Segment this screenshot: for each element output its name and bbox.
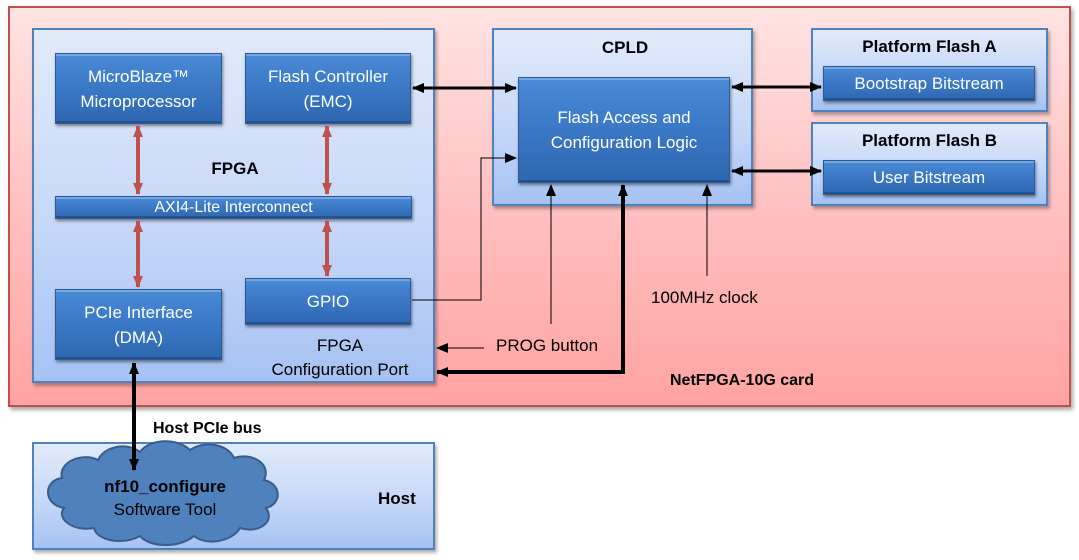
software-cloud-shape bbox=[47, 440, 279, 546]
microblaze-line2: Microprocessor bbox=[80, 91, 197, 111]
pcie-line2: (DMA) bbox=[113, 327, 164, 347]
flash-access-logic-block[interactable]: Flash Access and Configuration Logic bbox=[518, 77, 730, 183]
axi-interconnect-block[interactable]: AXI4-Lite Interconnect bbox=[55, 196, 412, 219]
platform-flash-b-title: Platform Flash B bbox=[861, 131, 998, 150]
logic-line2: Configuration Logic bbox=[550, 133, 698, 152]
card-label: NetFPGA-10G card bbox=[670, 372, 815, 389]
platform-flash-a-title: Platform Flash A bbox=[862, 37, 997, 56]
arrow-gpio-cpld bbox=[412, 153, 517, 301]
bootstrap-bitstream-block[interactable]: Bootstrap Bitstream bbox=[823, 66, 1035, 101]
gpio-label: GPIO bbox=[306, 292, 350, 311]
user-bitstream-label: User Bitstream bbox=[872, 168, 986, 187]
fpga-title: FPGA bbox=[211, 159, 259, 178]
flash-controller-line2: (EMC) bbox=[303, 91, 353, 111]
gpio-block[interactable]: GPIO bbox=[245, 278, 411, 325]
axi-interconnect-label: AXI4-Lite Interconnect bbox=[154, 199, 313, 216]
pcie-bus-label: Host PCIe bus bbox=[153, 420, 262, 437]
pcie-interface-block[interactable]: PCIe Interface (DMA) bbox=[55, 289, 222, 360]
config-port-label: FPGA Configuration Port bbox=[250, 334, 430, 382]
tool-name: nf10_configure bbox=[104, 477, 226, 496]
microblaze-line1: MicroBlaze™ bbox=[87, 66, 190, 86]
host-title: Host bbox=[378, 489, 416, 508]
config-port-line1: FPGA bbox=[316, 336, 364, 355]
arrow-cpld-config bbox=[436, 184, 628, 377]
bootstrap-bitstream-label: Bootstrap Bitstream bbox=[854, 74, 1004, 93]
user-bitstream-block[interactable]: User Bitstream bbox=[823, 160, 1035, 195]
logic-line1: Flash Access and bbox=[557, 108, 691, 127]
microblaze-block[interactable]: MicroBlaze™ Microprocessor bbox=[55, 53, 222, 124]
software-tool-cloud[interactable]: nf10_configure Software Tool bbox=[80, 476, 250, 522]
pcie-line1: PCIe Interface bbox=[84, 302, 193, 322]
tool-desc: Software Tool bbox=[113, 500, 217, 519]
flash-controller-line1: Flash Controller bbox=[268, 66, 388, 86]
config-port-line2: Configuration Port bbox=[271, 360, 409, 379]
clock-label: 100MHz clock bbox=[651, 288, 758, 307]
cpld-title: CPLD bbox=[601, 38, 649, 57]
flash-controller-block[interactable]: Flash Controller (EMC) bbox=[245, 53, 411, 124]
